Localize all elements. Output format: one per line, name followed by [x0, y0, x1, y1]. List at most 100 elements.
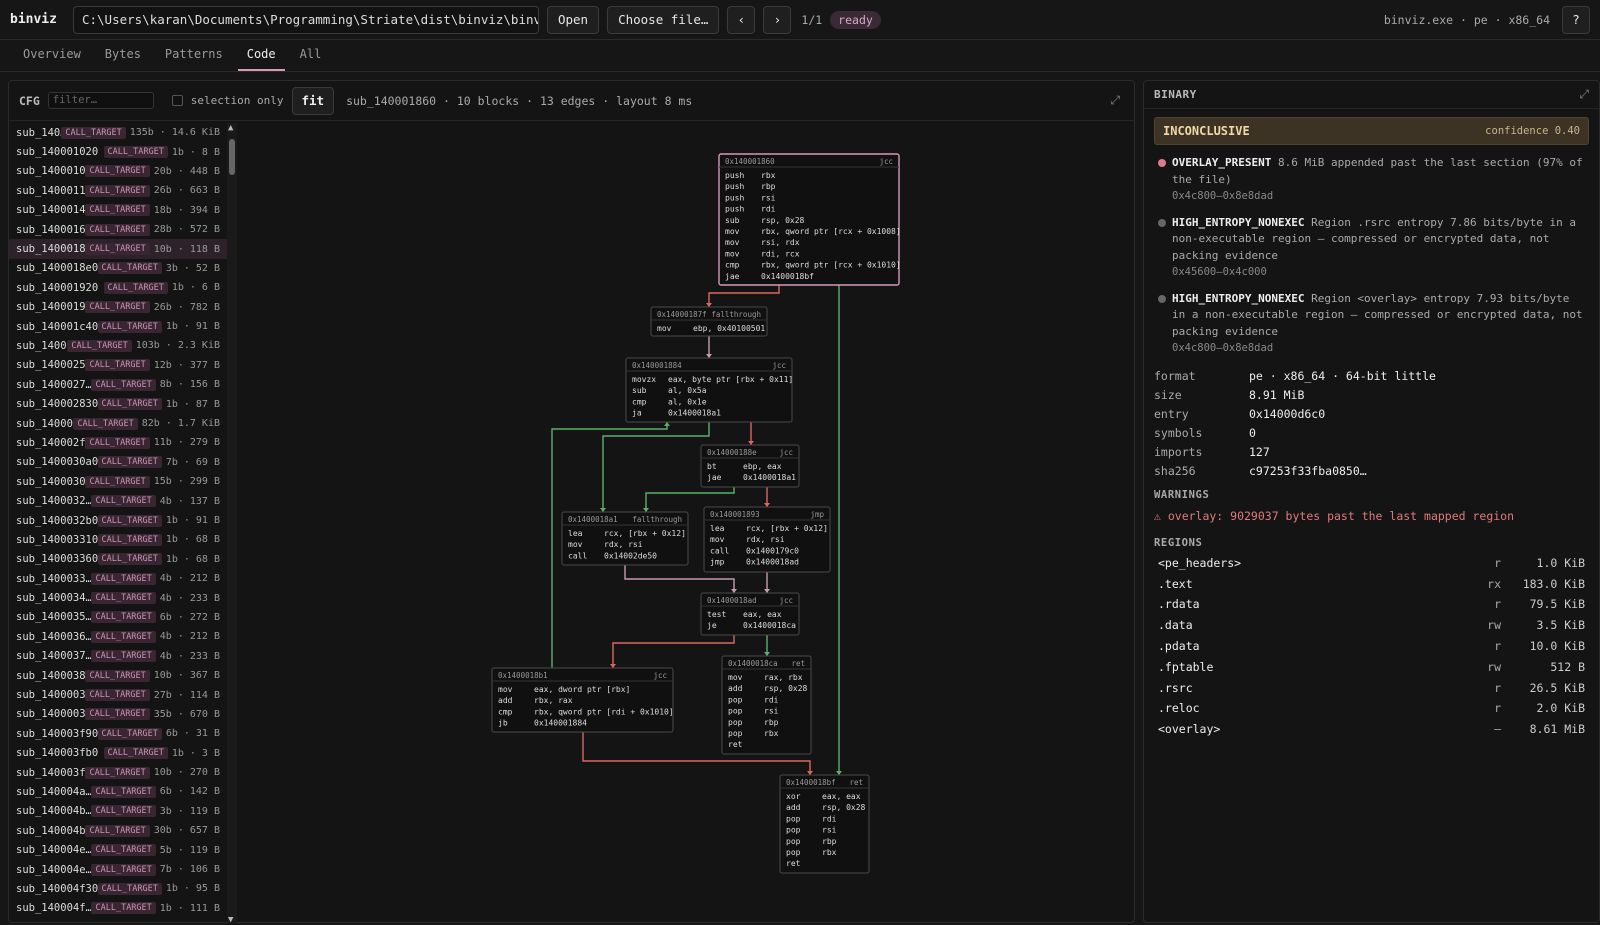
instruction-operands: rsi — [761, 193, 776, 202]
open-button[interactable]: Open — [546, 5, 600, 34]
selection-only-checkbox[interactable] — [171, 95, 183, 106]
cfg-block-kind: fallthrough — [632, 515, 682, 524]
instruction-operands: 0x1400179c0 — [746, 546, 799, 555]
instruction-operands: rbx — [822, 848, 837, 857]
tab-patterns[interactable]: Patterns — [164, 47, 223, 61]
tab-overview[interactable]: Overview — [23, 47, 81, 61]
next-file-button[interactable]: › — [763, 5, 792, 34]
scroll-thumb[interactable] — [229, 139, 235, 175]
help-button[interactable]: ? — [1562, 5, 1590, 34]
finding-code: HIGH_ENTROPY_NONEXEC — [1172, 215, 1305, 229]
function-list-scrollbar[interactable]: ▲ ▼ — [227, 123, 237, 925]
tab-code[interactable]: Code — [237, 47, 285, 71]
cfg-block-kind: jcc — [779, 448, 793, 457]
expand-icon[interactable]: ⤢ — [1579, 87, 1589, 101]
choose-file-button[interactable]: Choose file… — [607, 5, 720, 34]
cfg-block-frame — [625, 357, 793, 423]
region-size: 26.5 KiB — [1529, 680, 1585, 695]
tab-all[interactable]: All — [299, 47, 322, 61]
cfg-edge-arrow-icon — [764, 589, 770, 593]
scroll-up-icon[interactable]: ▲ — [228, 123, 234, 133]
region-row[interactable]: <overlay>–8.61 MiB — [1144, 719, 1599, 740]
finding-description: Region <overlay> entropy 7.93 bits/byte … — [1172, 291, 1583, 338]
instruction-mnemonic: ret — [728, 740, 743, 749]
filter-input[interactable]: filter… — [47, 92, 154, 109]
region-perm: r — [1494, 701, 1501, 716]
fit-button[interactable]: fit — [291, 86, 335, 115]
function-size: 4b · 233 B — [159, 650, 220, 662]
scroll-down-icon[interactable]: ▼ — [228, 915, 234, 925]
file-path-input[interactable]: C:\Users\karan\Documents\Programming\Str… — [72, 5, 539, 34]
tab-bytes[interactable]: Bytes — [104, 47, 141, 61]
instruction-operands: ebp, 0x40100501 — [693, 324, 765, 333]
instruction-operands: rdi — [764, 695, 779, 704]
region-name: .reloc — [1158, 701, 1200, 716]
expand-icon[interactable]: ⤢ — [1110, 93, 1120, 107]
prev-file-button[interactable]: ‹ — [727, 5, 756, 34]
cfg-edge-arrow-icon — [706, 303, 712, 307]
cfg-block-address: 0x14000187f — [657, 310, 707, 319]
